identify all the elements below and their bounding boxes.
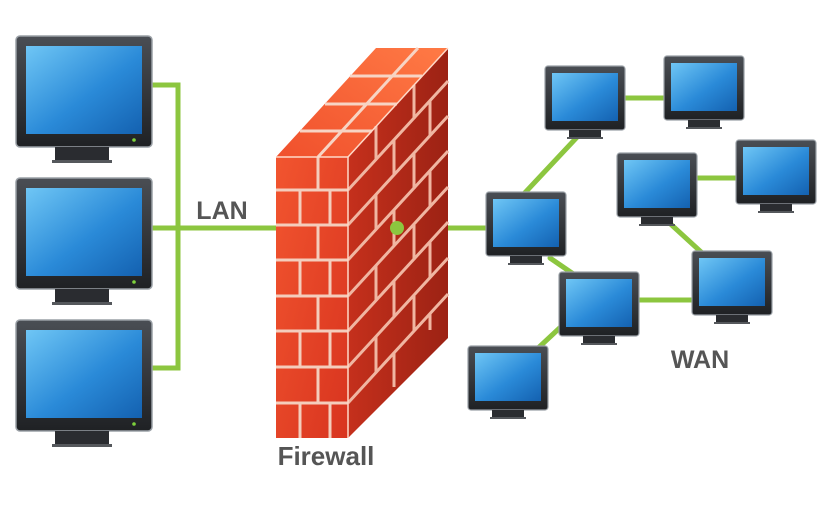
wan-monitor-top-left <box>544 65 626 139</box>
wan-label: WAN <box>671 346 729 374</box>
wan-monitor-top-right <box>663 55 745 129</box>
wan-monitor-mid-left <box>616 152 698 226</box>
lan-links <box>149 82 281 371</box>
lan-monitor-2 <box>15 177 153 305</box>
wan-monitor-hub <box>485 191 567 265</box>
wan-monitor-mid-right <box>735 139 817 213</box>
firewall-port-dot <box>390 221 404 235</box>
lan-monitor-3 <box>15 319 153 447</box>
wan-monitor-bottom <box>467 345 549 419</box>
brick-wall-icon <box>276 46 450 438</box>
firewall-label: Firewall <box>278 441 375 471</box>
wan-link-hub-top <box>517 131 583 201</box>
lan-monitor-1 <box>15 35 153 163</box>
wan-monitor-center <box>558 271 640 345</box>
lan-label: LAN <box>196 197 247 225</box>
wan-monitor-right <box>691 250 773 324</box>
